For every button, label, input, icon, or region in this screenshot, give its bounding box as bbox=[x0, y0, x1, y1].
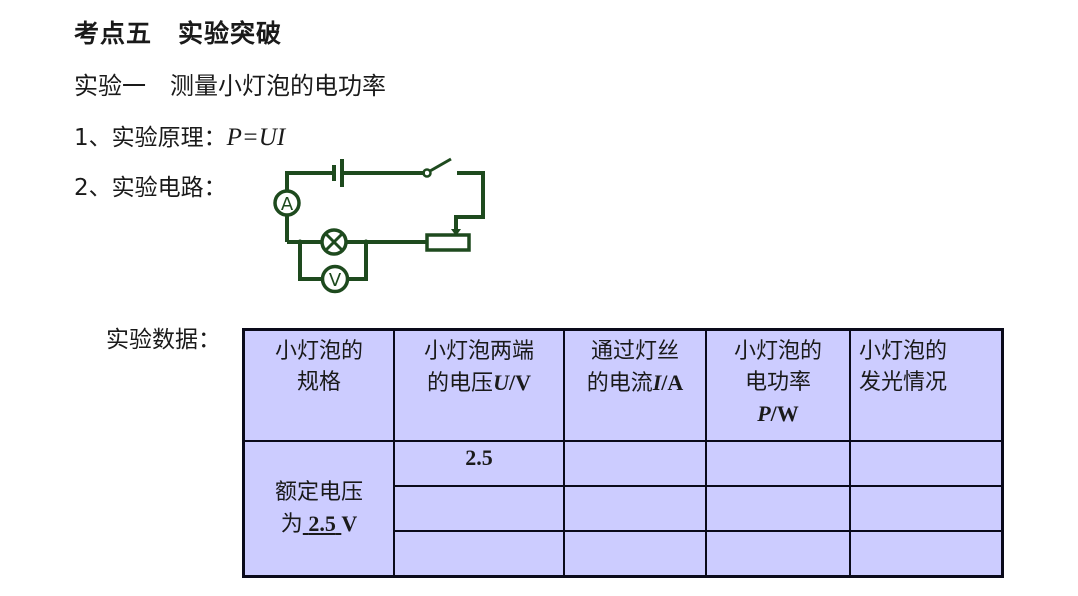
header-current: 通过灯丝的电流I/A bbox=[563, 328, 707, 442]
data-label: 实验数据： bbox=[106, 327, 221, 353]
table-row bbox=[244, 530, 1004, 578]
circuit-diagram: A V bbox=[273, 157, 485, 294]
header-brightness: 小灯泡的发光情况 bbox=[849, 328, 1004, 442]
cell-power[interactable] bbox=[705, 530, 851, 578]
table-row bbox=[244, 485, 1004, 532]
switch-icon bbox=[422, 168, 432, 178]
header-spec: 小灯泡的规格 bbox=[242, 328, 395, 442]
cell-power[interactable] bbox=[705, 485, 851, 532]
spec-cell: 额定电压 为 2.5 V bbox=[242, 440, 395, 578]
cell-brightness[interactable] bbox=[849, 530, 1004, 578]
principle-label: 1、实验原理： bbox=[74, 125, 227, 151]
principle-formula: P=UI bbox=[226, 124, 286, 151]
voltmeter-icon bbox=[320, 264, 350, 294]
principle-line: 1、实验原理：P=UI bbox=[74, 118, 285, 152]
circuit-label: 2、实验电路： bbox=[74, 175, 227, 201]
cell-voltage[interactable]: 2.5 bbox=[393, 440, 565, 487]
cell-current[interactable] bbox=[563, 485, 707, 532]
rheostat-icon bbox=[425, 233, 471, 252]
experiment-title: 实验一 测量小灯泡的电功率 bbox=[74, 72, 386, 100]
cell-brightness[interactable] bbox=[849, 485, 1004, 532]
cell-brightness[interactable] bbox=[849, 440, 1004, 487]
ammeter-symbol: A bbox=[281, 194, 294, 215]
voltmeter-symbol: V bbox=[329, 270, 342, 291]
table-row: 额定电压 为 2.5 V 2.5 bbox=[242, 440, 1004, 578]
cell-voltage[interactable] bbox=[393, 530, 565, 578]
section-title: 考点五 实验突破 bbox=[74, 19, 283, 48]
header-voltage: 小灯泡两端的电压U/V bbox=[393, 328, 565, 442]
cell-current[interactable] bbox=[563, 440, 707, 487]
ammeter-icon bbox=[273, 189, 301, 217]
cell-power[interactable] bbox=[705, 440, 851, 487]
cell-current[interactable] bbox=[563, 530, 707, 578]
cell-voltage[interactable] bbox=[393, 485, 565, 532]
